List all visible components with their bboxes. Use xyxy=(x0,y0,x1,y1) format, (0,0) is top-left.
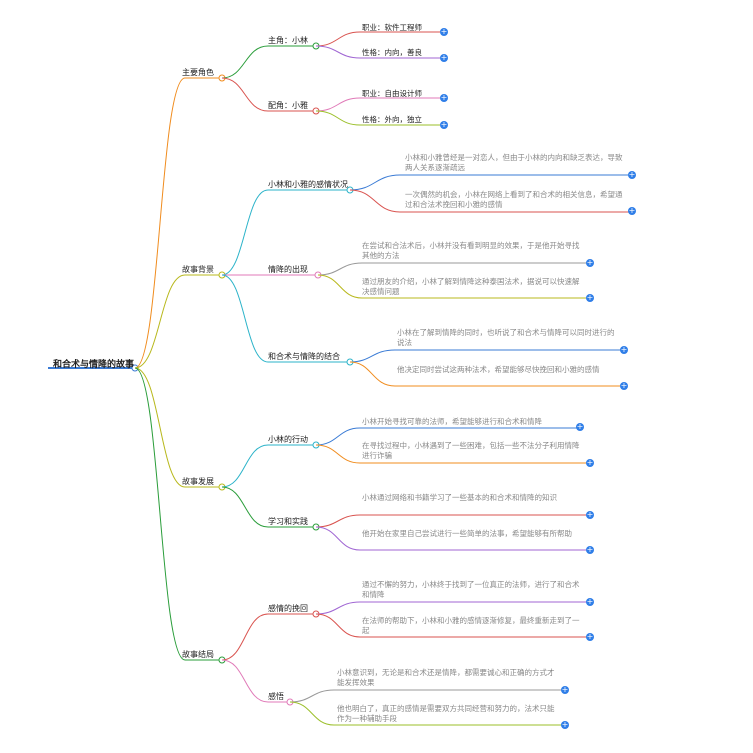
expand-icon[interactable]: + xyxy=(586,510,594,519)
note-status-2[interactable]: 一次偶然的机会，小林在网络上看到了和合术的相关信息，希望通过和合法术挽回和小雅的… xyxy=(405,190,623,209)
note-practice-2[interactable]: 他开始在家里自己尝试进行一些简单的法事，希望能够有所帮助 xyxy=(362,529,572,538)
support-job[interactable]: 职业：自由设计师 xyxy=(362,89,422,98)
expand-icon[interactable]: + xyxy=(586,258,594,267)
topic-combination[interactable]: 和合术与情降的结合 xyxy=(268,352,340,361)
expand-icon[interactable]: + xyxy=(586,545,594,554)
note-status-1[interactable]: 小林和小雅曾经是一对恋人，但由于小林的内向和缺乏表达，导致两人关系逐渐疏远 xyxy=(405,153,623,172)
note-emergence-1[interactable]: 在尝试和合法术后，小林并没有看到明显的效果，于是他开始寻找其他的方法 xyxy=(362,241,580,260)
topic-reflection[interactable]: 感悟 xyxy=(268,692,284,701)
topic-love-spell-emergence[interactable]: 情降的出现 xyxy=(268,265,308,274)
note-reflection-2[interactable]: 他也明白了，真正的感情是需要双方共同经营和努力的，法术只能作为一种辅助手段 xyxy=(337,704,555,723)
topic-relationship-status[interactable]: 小林和小雅的感情状况 xyxy=(268,180,348,189)
note-combine-2[interactable]: 他决定同时尝试这两种法术，希望能够尽快挽回和小雅的感情 xyxy=(397,365,600,374)
expand-icon[interactable]: + xyxy=(440,120,448,129)
expand-icon[interactable]: + xyxy=(586,458,594,467)
expand-icon[interactable]: + xyxy=(628,170,636,179)
lead-job[interactable]: 职业：软件工程师 xyxy=(362,23,422,32)
expand-icon[interactable]: + xyxy=(586,632,594,641)
topic-story-background[interactable]: 故事背景 xyxy=(182,265,214,274)
expand-icon[interactable]: + xyxy=(620,381,628,390)
note-recovery-2[interactable]: 在法师的帮助下，小林和小雅的感情逐渐修复，最终重新走到了一起 xyxy=(362,616,580,635)
lead-trait[interactable]: 性格：内向，善良 xyxy=(362,48,422,57)
expand-icon[interactable]: + xyxy=(561,685,569,694)
topic-story-development[interactable]: 故事发展 xyxy=(182,477,214,486)
topic-support-character[interactable]: 配角：小雅 xyxy=(268,101,308,110)
note-recovery-1[interactable]: 通过不懈的努力，小林终于找到了一位真正的法师，进行了和合术和情降 xyxy=(362,580,580,599)
root-topic[interactable]: 和合术与情降的故事 xyxy=(53,360,135,370)
note-practice-1[interactable]: 小林通过网络和书籍学习了一些基本的和合术和情降的知识 xyxy=(362,493,557,502)
note-reflection-1[interactable]: 小林意识到，无论是和合术还是情降，都需要诚心和正确的方式才能发挥效果 xyxy=(337,668,555,687)
expand-icon[interactable]: + xyxy=(628,206,636,215)
support-trait[interactable]: 性格：外向，独立 xyxy=(362,115,422,124)
note-action-2[interactable]: 在寻找过程中，小林遇到了一些困难，包括一些不法分子利用情降进行诈骗 xyxy=(362,441,580,460)
topic-main-characters[interactable]: 主要角色 xyxy=(182,68,214,77)
note-action-1[interactable]: 小林开始寻找可靠的法师，希望能够进行和合术和情降 xyxy=(362,417,542,426)
topic-lin-actions[interactable]: 小林的行动 xyxy=(268,435,308,444)
topic-story-ending[interactable]: 故事结局 xyxy=(182,650,214,659)
expand-icon[interactable]: + xyxy=(440,93,448,102)
expand-icon[interactable]: + xyxy=(440,27,448,36)
expand-icon[interactable]: + xyxy=(620,345,628,354)
expand-icon[interactable]: + xyxy=(576,422,584,431)
topic-lead-character[interactable]: 主角：小林 xyxy=(268,36,308,45)
expand-icon[interactable]: + xyxy=(561,720,569,729)
expand-icon[interactable]: + xyxy=(440,53,448,62)
note-emergence-2[interactable]: 通过朋友的介绍，小林了解到情降这种泰国法术，据说可以快速解决感情问题 xyxy=(362,277,580,296)
expand-icon[interactable]: + xyxy=(586,293,594,302)
expand-icon[interactable]: + xyxy=(586,597,594,606)
topic-relationship-recovery[interactable]: 感情的挽回 xyxy=(268,604,308,613)
note-combine-1[interactable]: 小林在了解到情降的同时，也听说了和合术与情降可以同时进行的说法 xyxy=(397,328,615,347)
topic-learning-practice[interactable]: 学习和实践 xyxy=(268,517,308,526)
